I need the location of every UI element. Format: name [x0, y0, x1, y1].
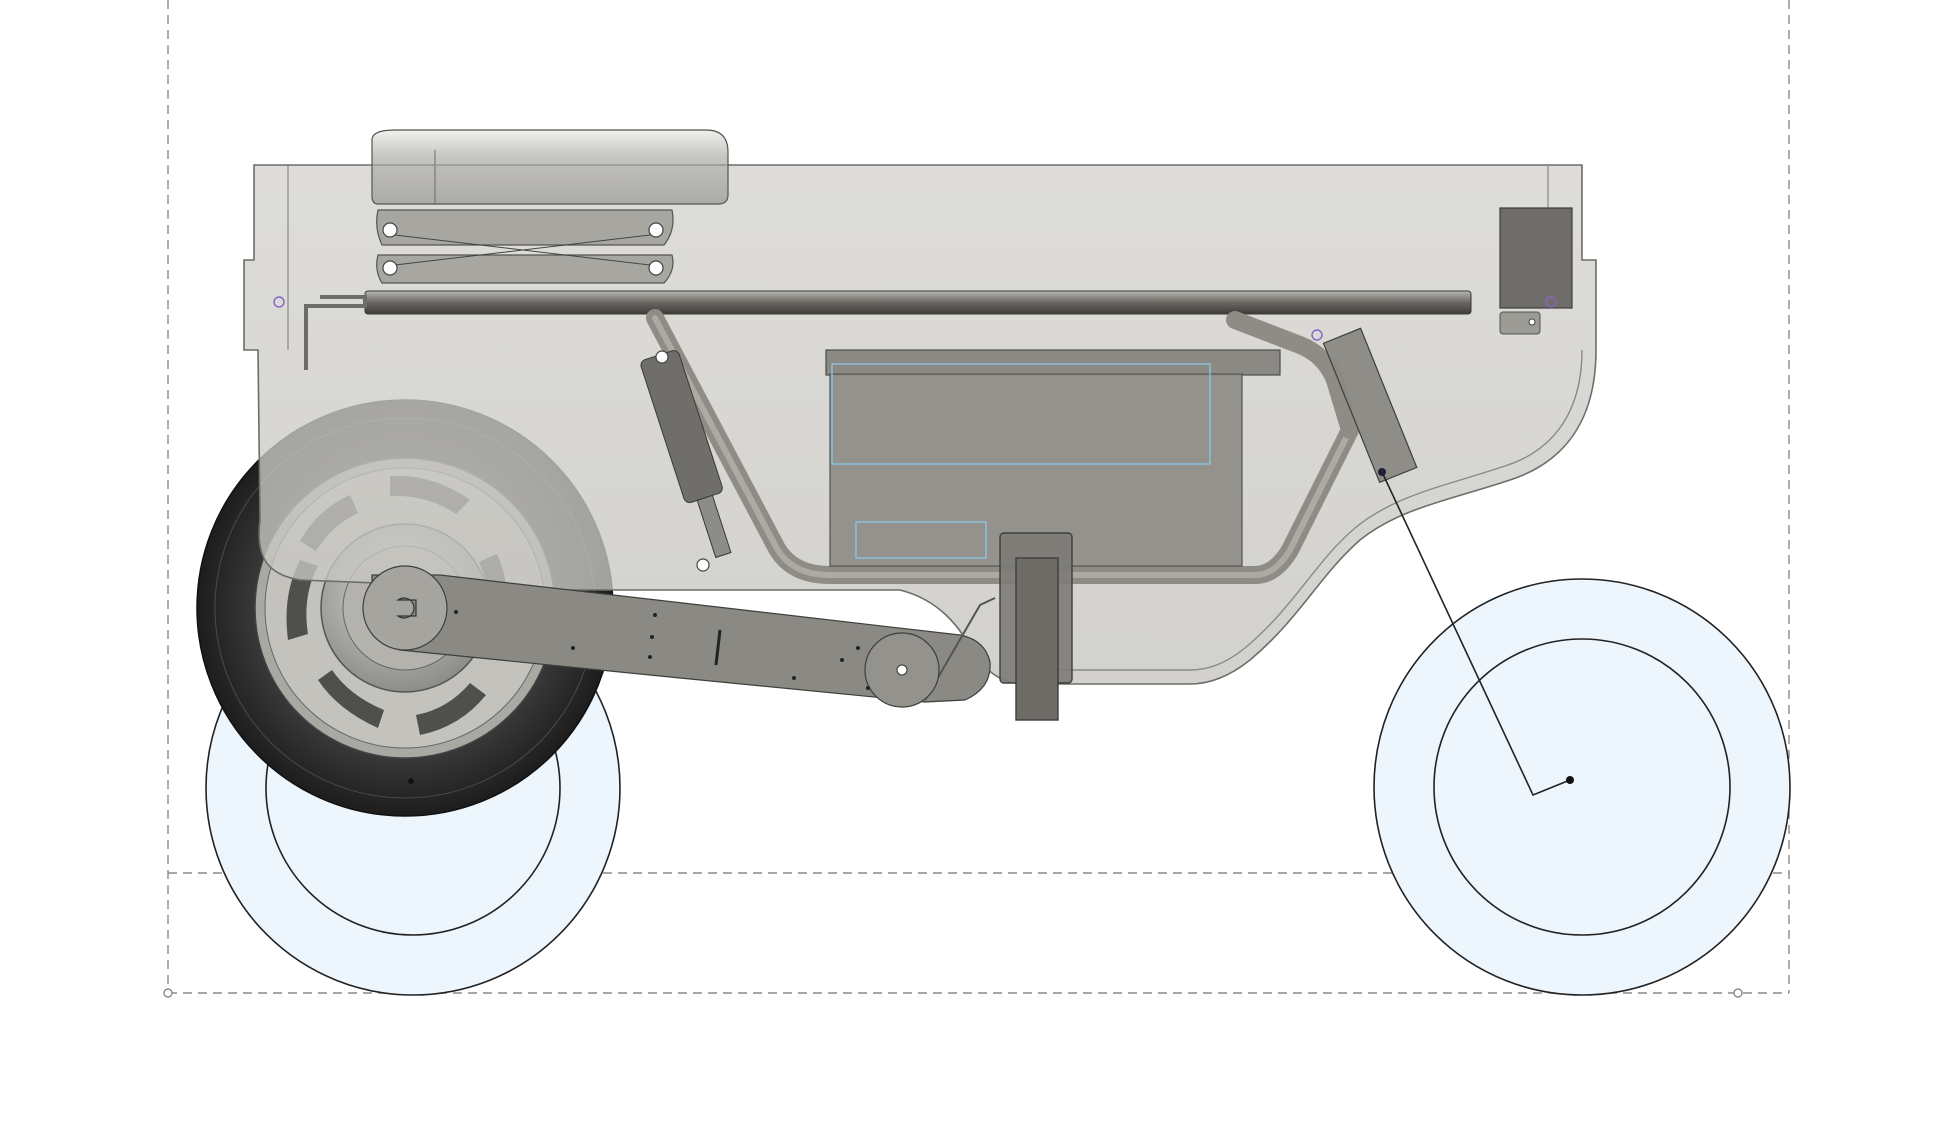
swingarm[interactable] [362, 565, 996, 708]
front-wheel-sketch[interactable] [1373, 578, 1791, 996]
headlight-block[interactable] [1499, 207, 1573, 335]
fork-top-point[interactable] [1378, 468, 1386, 476]
constraint-points[interactable] [273, 296, 1557, 341]
tubular-frame[interactable] [304, 290, 1472, 584]
guide-corner-points[interactable] [163, 988, 1743, 998]
seat-cushion[interactable] [371, 129, 729, 205]
seat-hinge-mechanism[interactable] [376, 209, 674, 284]
rear-shock-absorber[interactable] [639, 349, 742, 572]
front-axle-point[interactable] [1566, 776, 1574, 784]
kickstand[interactable] [999, 532, 1073, 721]
steering-head-tube[interactable] [1322, 327, 1418, 484]
front-fork-sketch-line[interactable] [1381, 471, 1571, 797]
